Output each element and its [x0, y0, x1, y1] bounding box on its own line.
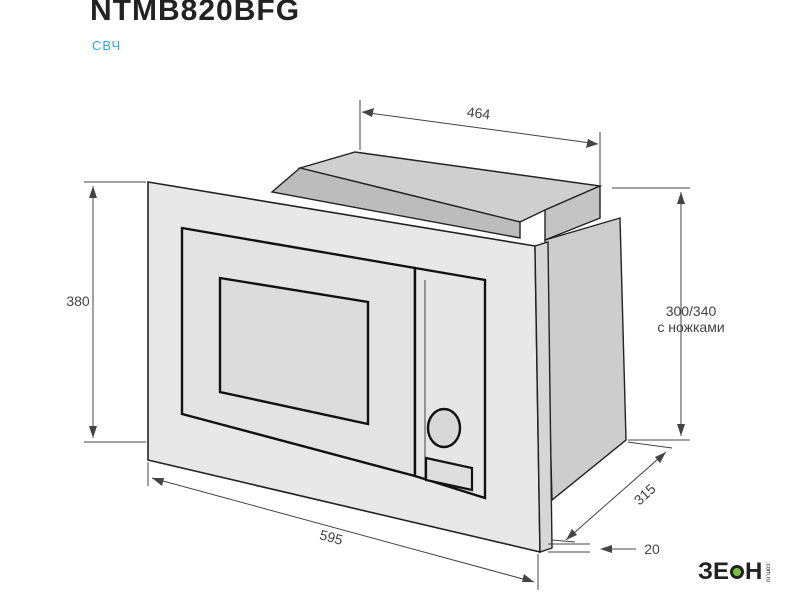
dimension-height-body: 300/340	[666, 303, 717, 319]
dimension-lines	[84, 100, 690, 590]
microwave-body	[270, 151, 627, 502]
model-title: NTMB820BFG	[90, 0, 301, 27]
dimension-depth: 315	[631, 480, 659, 508]
dimension-frame-offset: 20	[644, 541, 660, 557]
logo-text-left: ЗЕ	[698, 558, 730, 585]
brand-logo: ЗЕ Н .com.ru	[698, 558, 770, 586]
logo-text-right: Н	[745, 558, 763, 585]
dimension-height-body-note: с ножками	[657, 319, 724, 335]
front-frame	[147, 181, 553, 554]
display-panel	[424, 456, 474, 492]
logo-domain: .com.ru	[764, 561, 771, 582]
dimension-arrows	[89, 108, 685, 582]
logo-dot-icon	[730, 565, 745, 579]
dimension-width-front: 595	[318, 526, 345, 548]
dimension-width-top: 464	[466, 104, 491, 123]
category-label: СВЧ	[92, 38, 122, 53]
control-knob-icon	[426, 407, 462, 449]
dimension-height-front: 380	[66, 293, 90, 309]
